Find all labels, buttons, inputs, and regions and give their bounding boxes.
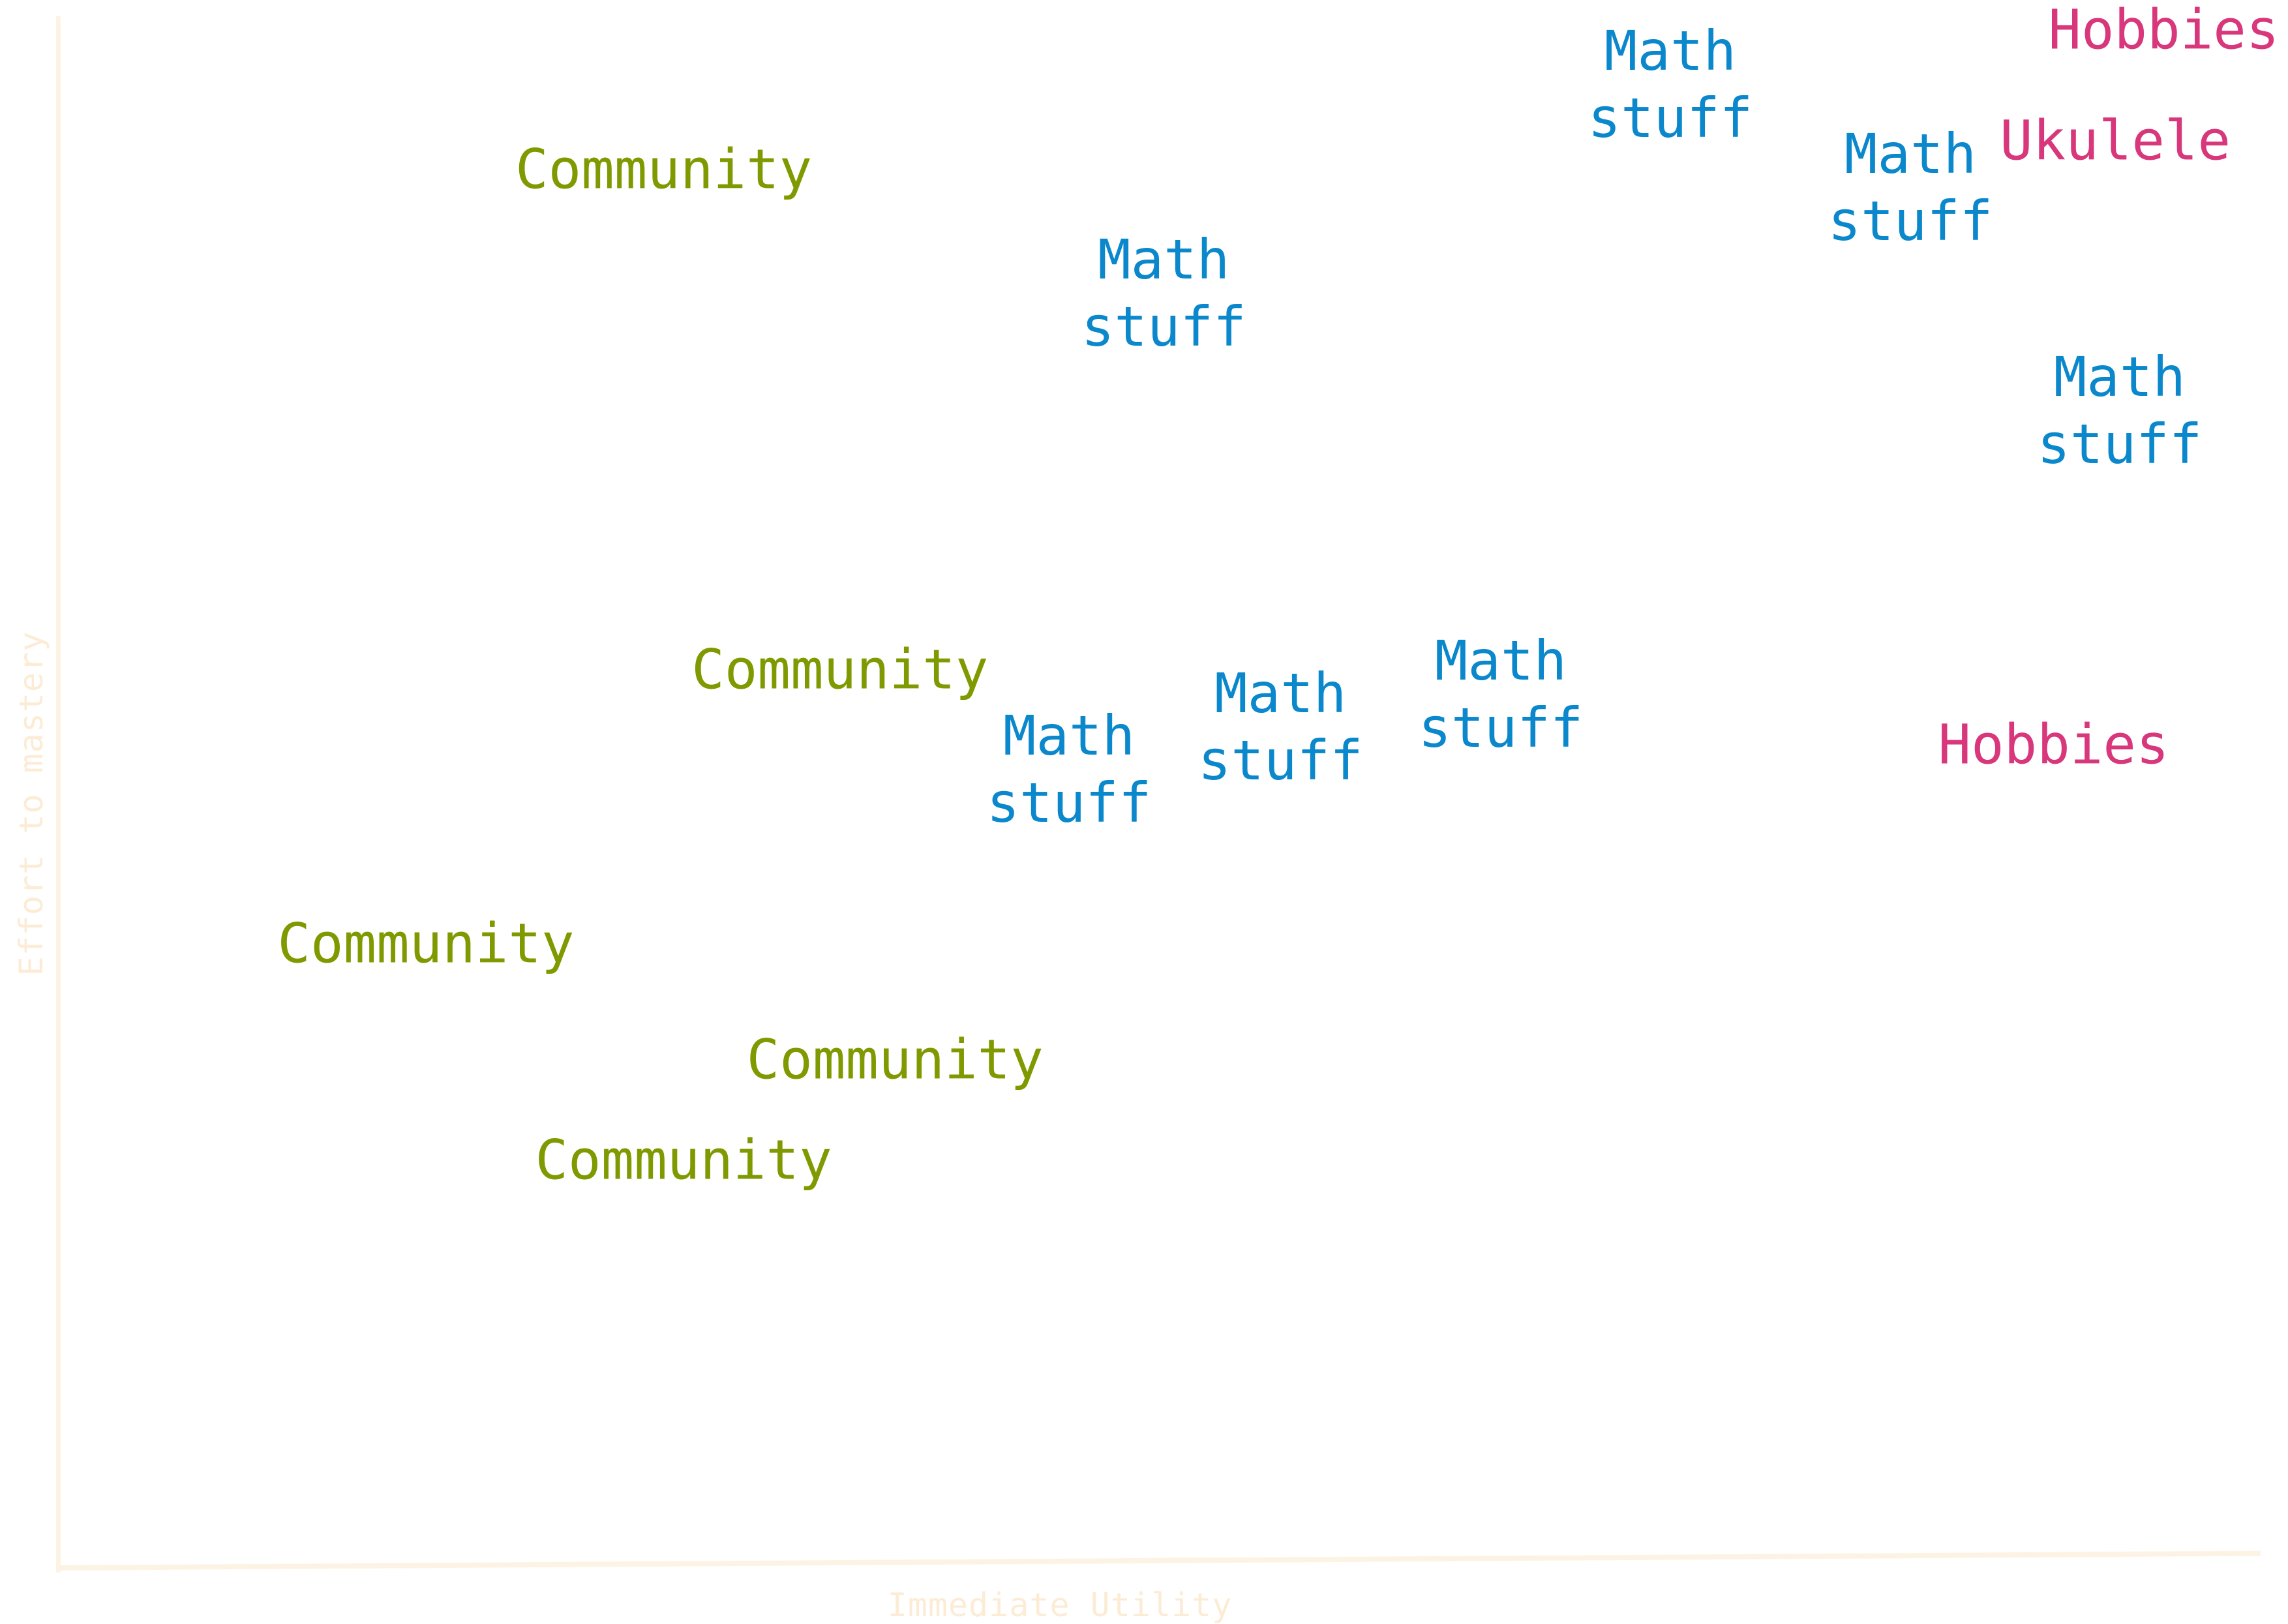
point-label: Community [746, 1027, 1044, 1092]
point-label: Community [515, 137, 813, 202]
point-label: Math stuff [1197, 661, 1363, 793]
y-axis-label: Effort to mastery [12, 631, 50, 976]
y-axis-line [56, 16, 61, 1572]
point-label: Hobbies [1938, 712, 2169, 777]
point-label: Community [691, 637, 989, 701]
point-label: Math stuff [1418, 628, 1584, 760]
x-axis-line [55, 1550, 2261, 1571]
point-label: Community [535, 1128, 832, 1192]
point-label: Math stuff [2037, 344, 2203, 476]
point-label: Math stuff [1588, 18, 1753, 150]
point-label: Ukulele [2000, 108, 2231, 173]
point-label: Math stuff [1081, 227, 1246, 359]
point-label: Hobbies [2048, 0, 2280, 62]
point-label: Math stuff [986, 704, 1152, 835]
point-label: Community [277, 911, 575, 976]
x-axis-label: Immediate Utility [887, 1586, 1233, 1624]
point-label: Math stuff [1828, 122, 1993, 254]
